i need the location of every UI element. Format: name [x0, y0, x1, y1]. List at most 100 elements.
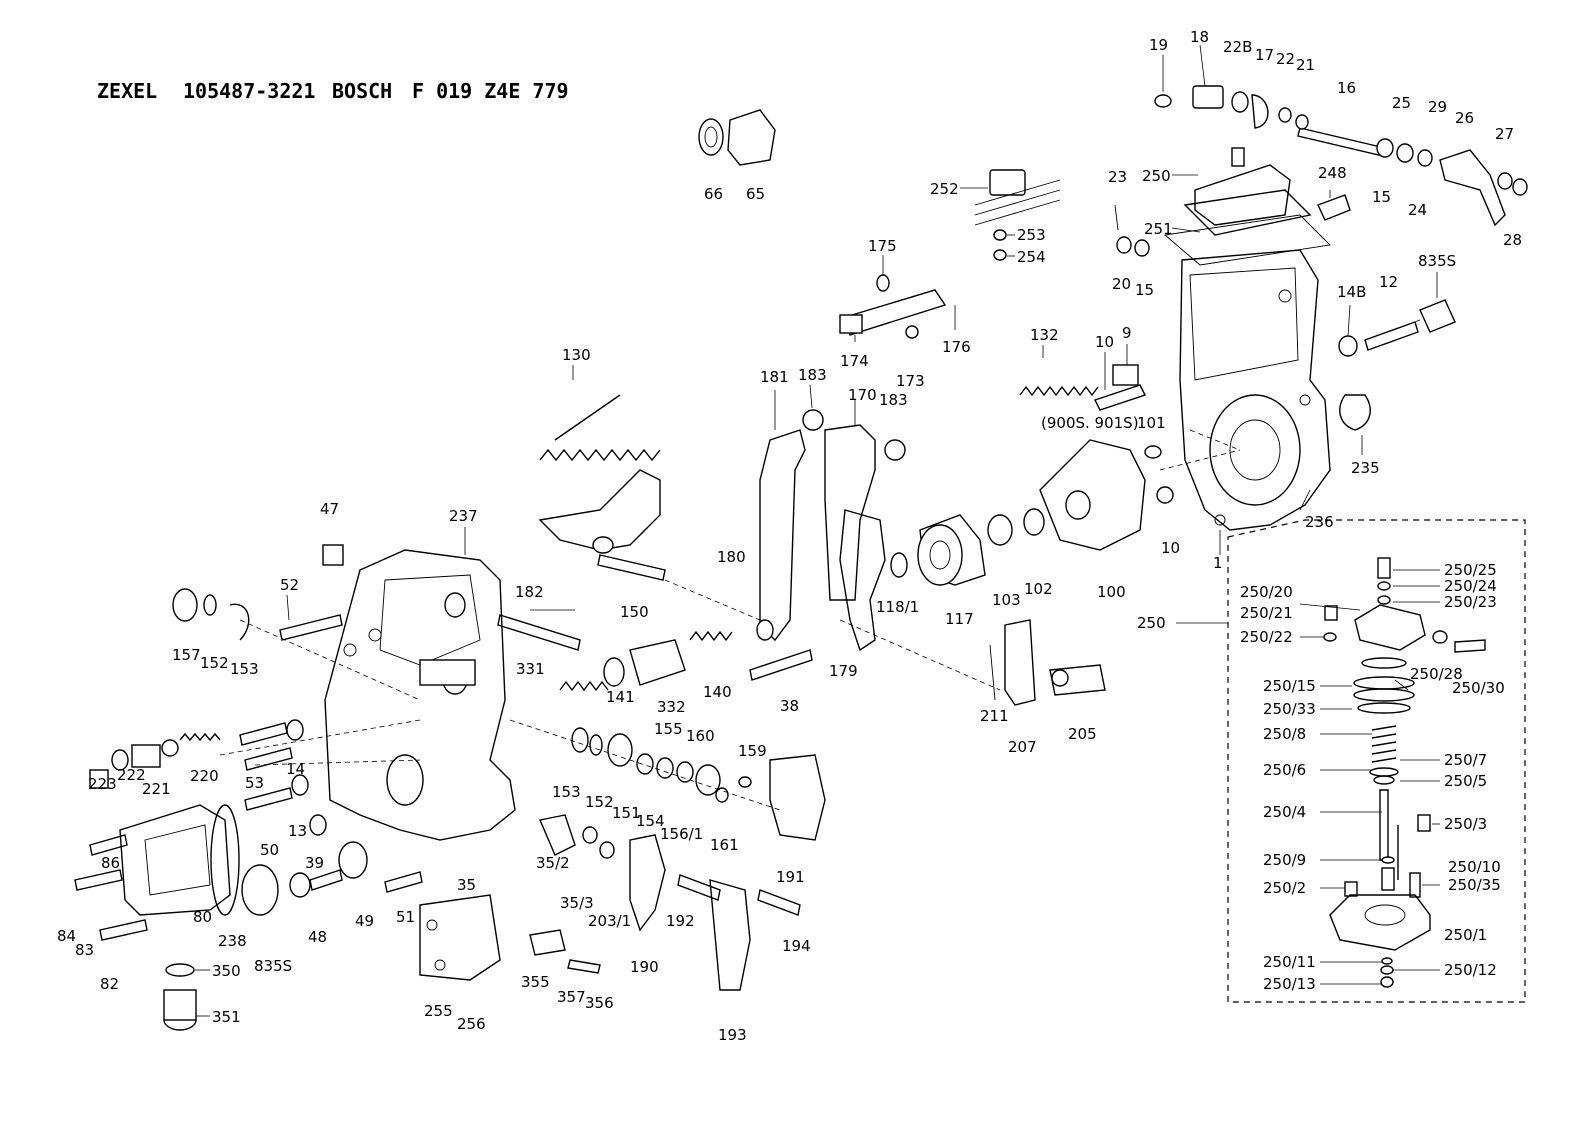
label-250-8: 250/8: [1263, 725, 1306, 743]
label-15a: 15: [1372, 188, 1391, 206]
label-250-9: 250/9: [1263, 851, 1306, 869]
label-52: 52: [280, 576, 299, 594]
label-53: 53: [245, 774, 264, 792]
title-brand-zexel: ZEXEL: [97, 79, 157, 103]
lower-center-parts: [419, 754, 826, 991]
label-14B: 14B: [1337, 283, 1366, 301]
label-331: 331: [516, 660, 545, 678]
label-192: 192: [666, 912, 695, 930]
label-250-10: 250/10: [1448, 858, 1501, 876]
label-250-6: 250/6: [1263, 761, 1306, 779]
diagram-title: ZEXEL 105487-3221 BOSCH F 019 Z4E 779: [97, 79, 569, 103]
label-17: 17: [1255, 46, 1274, 64]
label-250-25: 250/25: [1444, 561, 1497, 579]
label-250a: 250: [1142, 167, 1171, 185]
label-16: 16: [1337, 79, 1356, 97]
label-252: 252: [930, 180, 959, 198]
label-183a: 183: [798, 366, 827, 384]
label-250-33: 250/33: [1263, 700, 1316, 718]
label-211: 211: [980, 707, 1009, 725]
label-351: 351: [212, 1008, 241, 1026]
label-152b: 152: [585, 793, 614, 811]
label-13: 13: [288, 822, 307, 840]
label-140: 140: [703, 683, 732, 701]
label-250-28: 250/28: [1410, 665, 1463, 683]
label-250-12: 250/12: [1444, 961, 1497, 979]
label-15b: 15: [1135, 281, 1154, 299]
label-12: 12: [1379, 273, 1398, 291]
label-161: 161: [710, 836, 739, 854]
label-256: 256: [457, 1015, 486, 1033]
sub250-labels: 250/25 250/24 250/23 250/20 250/21 250/2…: [1240, 561, 1505, 993]
label-250-11: 250/11: [1263, 953, 1316, 971]
label-117: 117: [945, 610, 974, 628]
pump-housing-part: [1179, 249, 1331, 531]
parts-205-207: [989, 619, 1106, 706]
label-175: 175: [868, 237, 897, 255]
label-47: 47: [320, 500, 339, 518]
label-49: 49: [355, 912, 374, 930]
label-118-1: 118/1: [876, 598, 919, 616]
sub-assembly-250-drawing: [1323, 557, 1486, 988]
label-22B: 22B: [1223, 38, 1252, 56]
label-355: 355: [521, 973, 550, 991]
label-250-30: 250/30: [1452, 679, 1505, 697]
spring-132: [1019, 364, 1146, 411]
label-174: 174: [840, 352, 869, 370]
cover-80: [119, 804, 240, 916]
label-66: 66: [704, 185, 723, 203]
center-small-parts: [497, 614, 813, 803]
label-48: 48: [308, 928, 327, 946]
label-235: 235: [1351, 459, 1380, 477]
label-102: 102: [1024, 580, 1053, 598]
label-250-13: 250/13: [1263, 975, 1316, 993]
label-155: 155: [654, 720, 683, 738]
part-65-66: [698, 109, 776, 166]
label-183b: 183: [879, 391, 908, 409]
label-19: 19: [1149, 36, 1168, 54]
label-190: 190: [630, 958, 659, 976]
label-159: 159: [738, 742, 767, 760]
label-170: 170: [848, 386, 877, 404]
label-255: 255: [424, 1002, 453, 1020]
label-250-24: 250/24: [1444, 577, 1497, 595]
label-132: 132: [1030, 326, 1059, 344]
label-180: 180: [717, 548, 746, 566]
left-small-parts: [74, 544, 423, 1031]
label-203-1: 203/1: [588, 912, 631, 930]
label-222: 222: [117, 766, 146, 784]
label-28: 28: [1503, 231, 1522, 249]
part-174-lever: [839, 274, 947, 339]
label-101: 101: [1137, 414, 1166, 432]
sub250-leaders: [1299, 569, 1440, 985]
label-27: 27: [1495, 125, 1514, 143]
label-250b: 250: [1137, 614, 1166, 632]
label-900s-901s: (900S. 901S): [1041, 414, 1139, 432]
label-100: 100: [1097, 583, 1126, 601]
alignment-lines: [219, 319, 1421, 811]
spring-130: [539, 394, 661, 462]
label-35: 35: [457, 876, 476, 894]
label-193: 193: [718, 1026, 747, 1044]
label-250-23: 250/23: [1444, 593, 1497, 611]
label-38: 38: [780, 697, 799, 715]
shaft-assembly-top: [1114, 85, 1528, 257]
label-250-20: 250/20: [1240, 583, 1293, 601]
label-103: 103: [992, 591, 1021, 609]
label-10b: 10: [1161, 539, 1180, 557]
label-191: 191: [776, 868, 805, 886]
label-50: 50: [260, 841, 279, 859]
label-22: 22: [1276, 50, 1295, 68]
label-238: 238: [218, 932, 247, 950]
title-zexel-code: 105487-3221: [183, 79, 315, 103]
label-39: 39: [305, 854, 324, 872]
label-356: 356: [585, 994, 614, 1012]
label-181: 181: [760, 368, 789, 386]
label-18: 18: [1190, 28, 1209, 46]
part-leaders: [195, 44, 1438, 1017]
label-153b: 153: [552, 783, 581, 801]
label-332: 332: [657, 698, 686, 716]
part-labels: 19 18 22B 17 22 21 16 25 29 26 27 15 24 …: [57, 28, 1522, 1044]
label-157: 157: [172, 646, 201, 664]
label-179: 179: [829, 662, 858, 680]
